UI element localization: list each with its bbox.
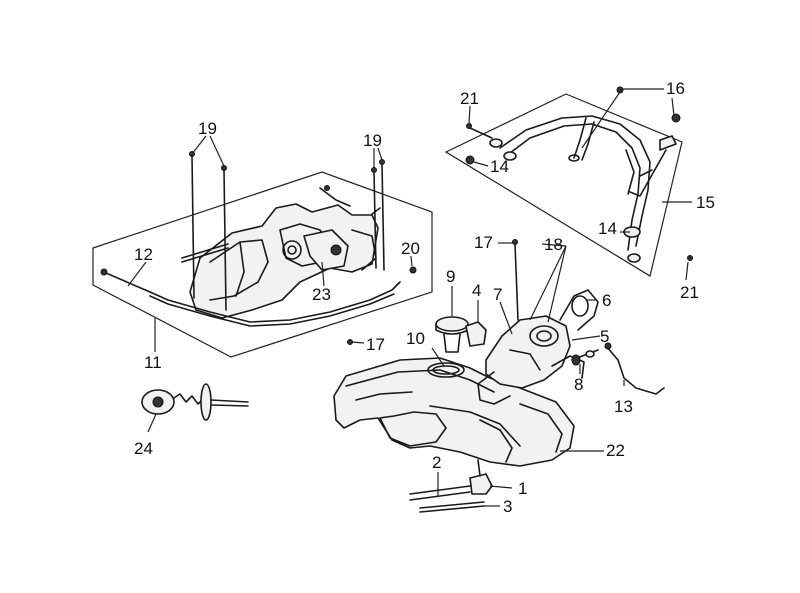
callout-13: 13 (614, 397, 633, 416)
callout-6: 6 (602, 291, 611, 310)
callout-24: 24 (134, 439, 153, 458)
callout-11: 11 (144, 353, 162, 372)
callout-7: 7 (493, 285, 502, 304)
hose-13-clamp (604, 342, 612, 350)
callout-23: 23 (312, 285, 331, 304)
callout-8: 8 (574, 375, 583, 394)
callout-4: 4 (472, 281, 481, 300)
pump-assembly (477, 289, 599, 405)
fuel-valve-24 (141, 383, 249, 421)
callout-5: 5 (600, 327, 609, 346)
bracket-assembly (181, 187, 381, 319)
callout-14-right: 14 (598, 219, 617, 238)
callout-21-bottom: 21 (680, 283, 699, 302)
bolt-20 (409, 266, 417, 274)
leader-lines (127, 88, 692, 507)
left-assembly-frame (92, 171, 433, 358)
callout-17-tank: 17 (366, 335, 385, 354)
callout-15: 15 (696, 193, 715, 212)
gasket-10 (427, 362, 465, 378)
bolt-upper-left (324, 185, 330, 191)
callout-21-top: 21 (460, 89, 479, 108)
callout-9: 9 (446, 267, 455, 286)
callout-14-top: 14 (490, 157, 509, 176)
bolt-19-right (371, 159, 385, 271)
callout-3: 3 (503, 497, 512, 516)
callout-16: 16 (666, 79, 685, 98)
bolt-17-tank (347, 339, 353, 345)
sensor-4 (465, 321, 487, 347)
callout-19-left: 19 (198, 119, 217, 138)
handle-bar-15 (499, 115, 677, 251)
bolt-8 (571, 349, 599, 366)
fuel-cap-9 (435, 316, 469, 353)
fuel-tank-22 (333, 357, 575, 467)
rod-12 (100, 268, 401, 327)
callout-2: 2 (432, 453, 441, 472)
handle-frame (444, 93, 683, 277)
callout-22: 22 (606, 441, 625, 460)
callout-18: 18 (544, 235, 563, 254)
spacers-14-21 (465, 86, 693, 263)
drain-valve (409, 459, 493, 513)
callout-20: 20 (401, 239, 420, 258)
callout-12: 12 (134, 245, 153, 264)
callout-19-right: 19 (363, 131, 382, 150)
callout-1: 1 (518, 479, 527, 498)
hose-13 (605, 345, 665, 395)
callout-17-top: 17 (474, 233, 493, 252)
callout-10: 10 (406, 329, 425, 348)
